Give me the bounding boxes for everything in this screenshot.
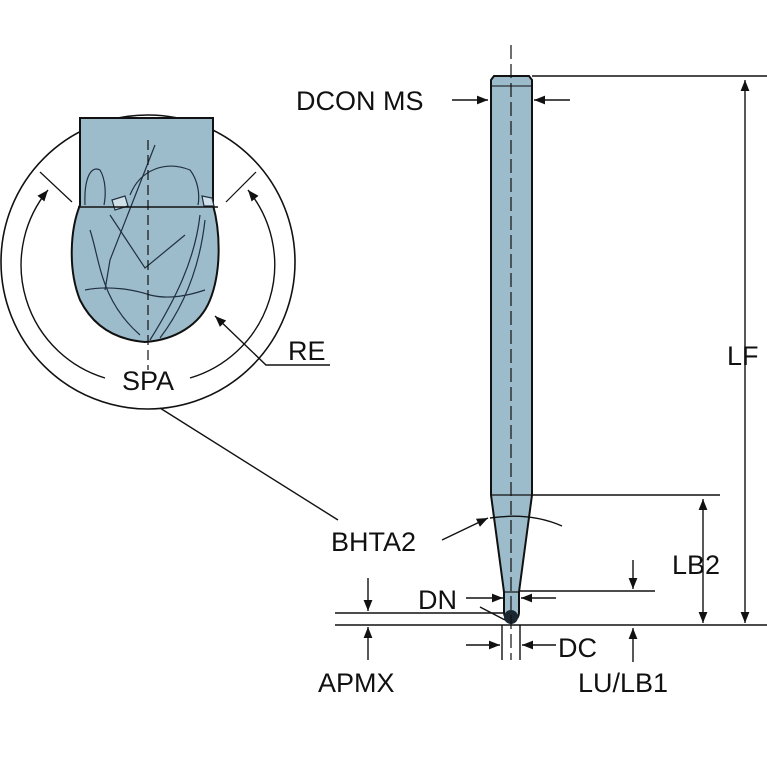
flute-lines [84,144,215,341]
detail-leader-line [159,407,339,521]
dn-label: DN [418,585,457,615]
dc-label: DC [558,633,597,663]
ball-nose-tip-detail [70,117,220,344]
spa-arc-left [20,189,106,379]
lf-label: LF [727,341,759,371]
re-leader [214,315,330,366]
bhta2-arc [489,515,563,527]
bhta2-arrow [441,517,489,541]
spa-arc-right [189,189,276,379]
spa-label: SPA [122,366,174,396]
re-label: RE [288,336,326,366]
lu-lb1-label: LU/LB1 [578,668,668,698]
end-mill-side-view [490,45,533,660]
apmx-label: APMX [318,668,395,698]
detail-view: SPA RE [0,114,339,521]
lb2-label: LB2 [672,550,720,580]
detail-circle [0,114,296,410]
bhta2-label: BHTA2 [331,527,416,557]
dcon-ms-label: DCON MS [296,86,424,116]
